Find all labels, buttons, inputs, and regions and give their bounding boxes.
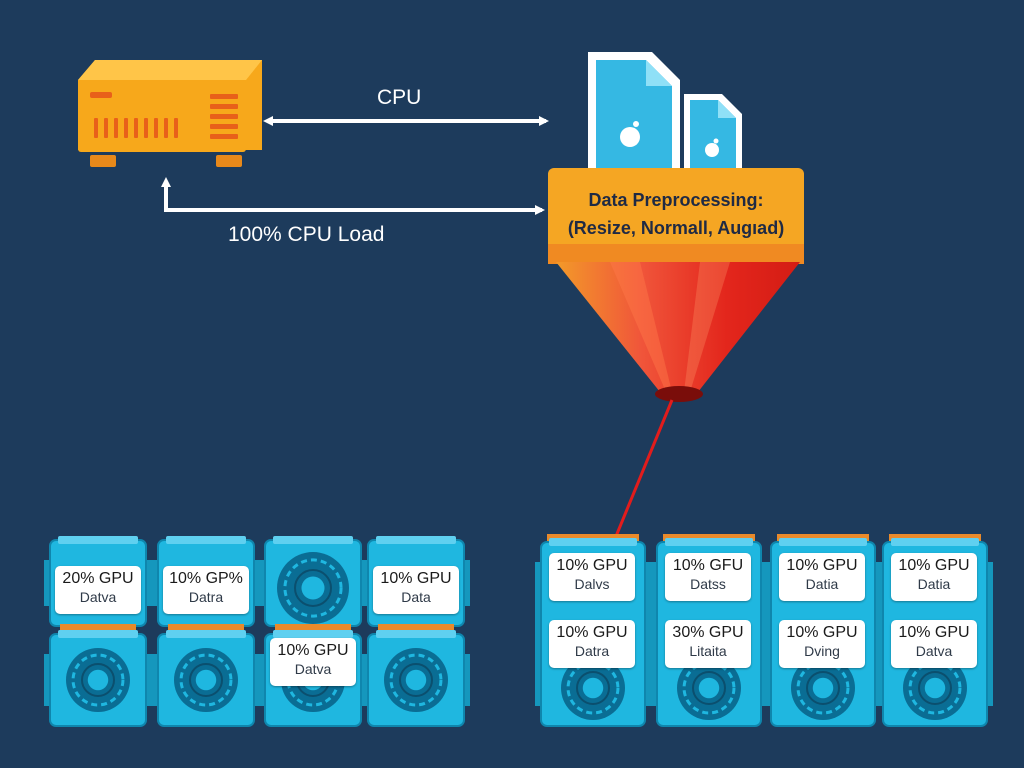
gpu-data: Datva <box>294 661 332 677</box>
gpu-fan-icon <box>174 648 238 712</box>
gpu-data: Datra <box>574 643 610 659</box>
gpu-card: 20% GPU Datva <box>55 566 141 614</box>
gpu-data: Datva <box>915 643 953 659</box>
gpu-usage: 10% GPU <box>898 624 970 641</box>
file-apple-icon <box>684 94 742 172</box>
gpu-card: 10% GPU Dalvs <box>549 553 635 601</box>
gpu-card: 10% GPU Datva <box>270 638 356 686</box>
gpu-connector <box>60 624 136 634</box>
cpu-server-icon <box>78 60 262 167</box>
cpu-label: CPU <box>377 86 422 109</box>
gpu-usage: 30% GPU <box>672 624 744 641</box>
gpu-usage: 20% GPU <box>62 570 134 587</box>
gpu-data: Data <box>401 589 431 605</box>
gpu-fan-icon <box>277 552 349 624</box>
preprocessing-steps: (Resize, Normall, Augıad) <box>567 218 785 238</box>
preprocessing-funnel <box>548 168 804 402</box>
gpu-card: 10% GPU Dving <box>779 620 865 668</box>
cpu-load-label: 100% CPU Load <box>228 223 385 246</box>
gpu-connector <box>275 624 351 634</box>
cpu-load-arrow <box>161 177 545 215</box>
gpu-card: 10% GPU Datva <box>891 620 977 668</box>
gpu-usage: 10% GPU <box>277 642 349 659</box>
gpu-data: Datss <box>690 576 726 592</box>
gpu-data: Dalvs <box>574 576 610 592</box>
gpu-card: 30% GPU Litaita <box>665 620 751 668</box>
gpu-usage: 10% GPU <box>786 557 858 574</box>
file-apple-icon <box>588 52 680 170</box>
gpu-card: 10% GFU Datss <box>665 553 751 601</box>
gpu-usage: 10% GPU <box>380 570 452 587</box>
gpu-usage: 10% GFU <box>672 557 744 574</box>
data-flow-line <box>610 399 674 547</box>
gpu-fan-icon <box>561 656 625 720</box>
gpu-usage: 10% GPU <box>786 624 858 641</box>
gpu-fan-icon <box>66 648 130 712</box>
gpu-fan-icon <box>903 656 967 720</box>
gpu-connector <box>378 624 454 634</box>
gpu-data: Datia <box>917 576 951 592</box>
gpu-data: Datva <box>79 589 117 605</box>
gpu-card: 10% GPU Datia <box>891 553 977 601</box>
gpu-usage: 10% GP% <box>169 570 243 587</box>
gpu-fan-icon <box>791 656 855 720</box>
gpu-card: 10% GPU Data <box>373 566 459 614</box>
gpu-card: 10% GPU Datra <box>549 620 635 668</box>
gpu-fan-icon <box>384 648 448 712</box>
gpu-card: 10% GPU Datia <box>779 553 865 601</box>
gpu-connector <box>168 624 244 634</box>
gpu-usage: 10% GPU <box>898 557 970 574</box>
gpu-data: Dving <box>804 643 840 659</box>
gpu-usage: 10% GPU <box>556 557 628 574</box>
preprocessing-title: Data Preprocessing: <box>588 190 764 210</box>
gpu-data: Litaita <box>689 643 727 659</box>
gpu-usage: 10% GPU <box>556 624 628 641</box>
gpu-data: Datia <box>805 576 839 592</box>
gpu-data: Datra <box>188 589 224 605</box>
gpu-card: 10% GP% Datra <box>163 566 249 614</box>
gpu-fan-icon <box>677 656 741 720</box>
